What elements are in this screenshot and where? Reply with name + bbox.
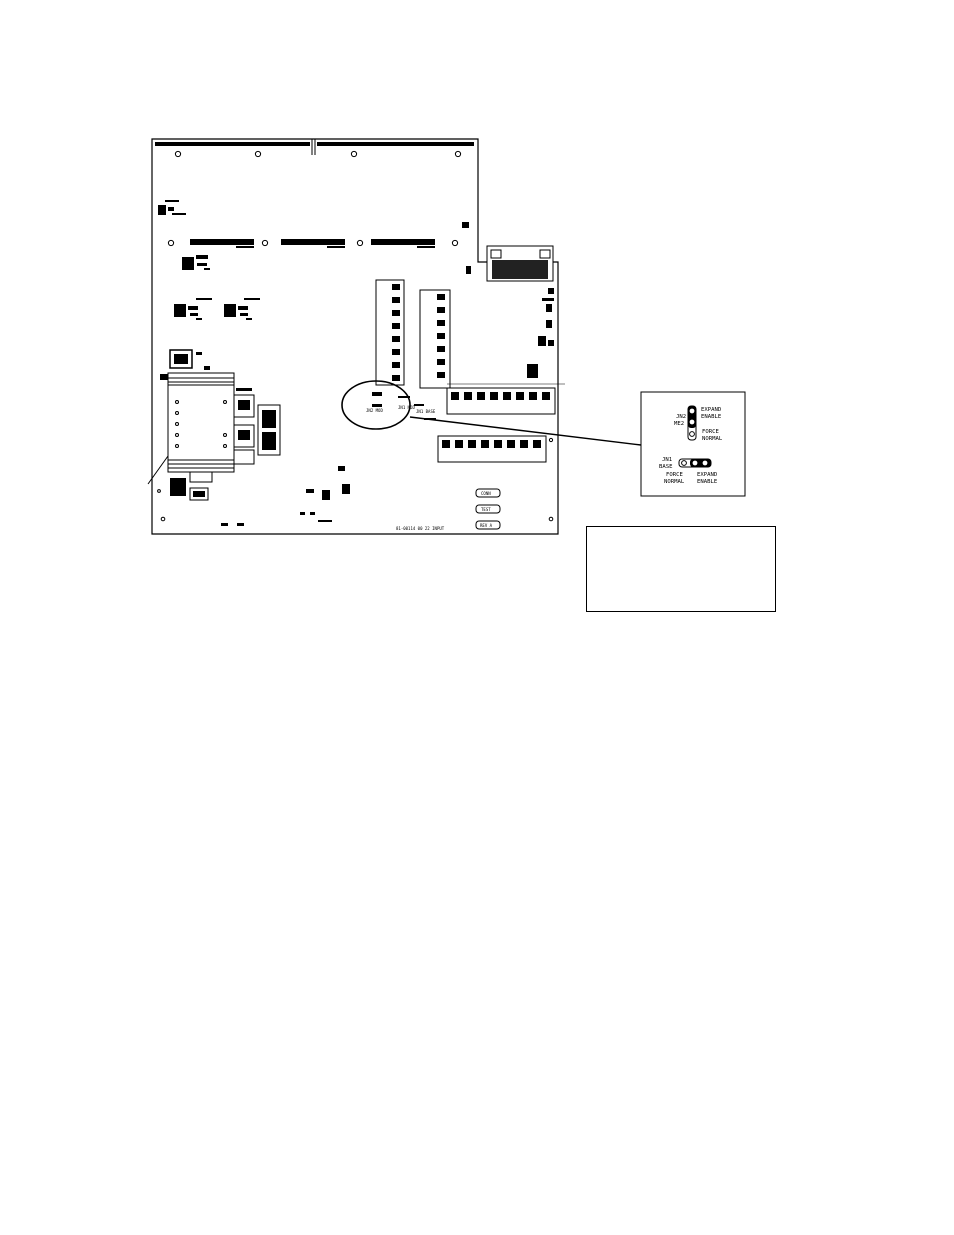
board-button-label: CONN [481, 491, 491, 496]
callout-leader-line [409, 416, 642, 446]
jn2-jumper [687, 405, 697, 441]
mounting-holes [157, 239, 554, 522]
jn1-right-label: EXPAND [697, 472, 718, 478]
jumper-highlight-ellipse [341, 380, 411, 430]
jn1-left-label: FORCE [666, 472, 683, 478]
terminal-row-lower [437, 435, 547, 463]
terminal-row-upper [446, 383, 565, 415]
jumper-area-label: JN2 MOD [366, 408, 383, 413]
jumper-area-label: JN1 MOD [398, 405, 415, 410]
jn2-sub: ME2 [674, 421, 684, 427]
board-buttons: CONN TEST REV A [475, 488, 501, 530]
jn2-top-label: EXPAND [701, 407, 722, 413]
bottom-components [221, 466, 350, 526]
note-box [586, 526, 776, 612]
jn2-bottom-label: FORCE [702, 429, 719, 435]
top-edge-connector [155, 139, 474, 158]
jumper-area-label: JN1 BASE [416, 409, 436, 414]
board-outline [151, 138, 559, 535]
ic-chip [160, 349, 210, 380]
part-number-label: 81-00114 00 22 INPUT [396, 526, 445, 531]
board-button-label: TEST [481, 507, 491, 512]
lower-left-chip [170, 471, 213, 501]
jn2-bottom-label: NORMAL [702, 436, 723, 442]
jn2-top-label: ENABLE [701, 414, 722, 420]
relay-group [233, 388, 281, 465]
jn1-left-label: NORMAL [664, 479, 685, 485]
rj-connector-block [486, 245, 554, 282]
jn1-name: JN1 [662, 457, 672, 463]
jn1-sub: BASE [659, 464, 673, 470]
relay-stack-right [419, 289, 451, 389]
header-connectors [190, 239, 435, 248]
right-edge-components [527, 288, 554, 378]
jn2-name: JN2 [676, 414, 686, 420]
jn1-right-label: ENABLE [697, 479, 718, 485]
relay-stack-left [375, 279, 405, 386]
upper-left-components [158, 200, 471, 320]
jn1-jumper [678, 458, 712, 468]
board-button-label: REV A [480, 523, 493, 528]
